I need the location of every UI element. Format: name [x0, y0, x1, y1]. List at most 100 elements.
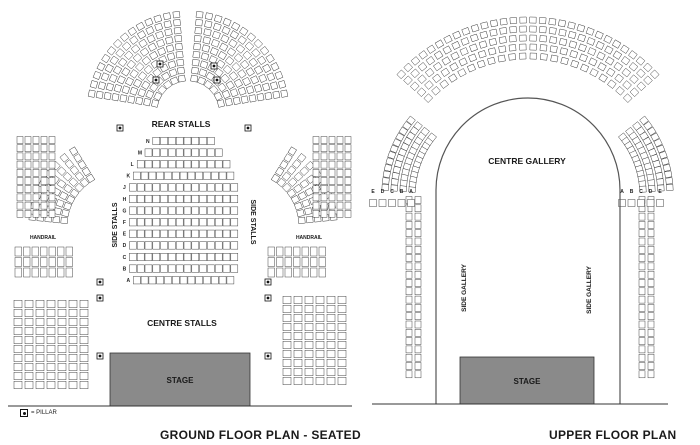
- seat: [253, 38, 263, 49]
- seat: [24, 136, 32, 144]
- seat: [250, 75, 260, 85]
- seat: [226, 171, 235, 180]
- seat: [35, 354, 45, 362]
- seat: [596, 51, 606, 61]
- seat: [638, 337, 646, 345]
- seat: [414, 196, 422, 204]
- seat: [207, 241, 215, 250]
- seat: [469, 43, 478, 52]
- seat: [382, 170, 391, 179]
- seat: [199, 160, 207, 169]
- seat: [24, 354, 34, 362]
- pillar-icon: [213, 76, 221, 84]
- seat: [175, 183, 184, 192]
- box-letter-right: D: [649, 189, 653, 195]
- seat: [216, 59, 226, 69]
- seat: [569, 50, 579, 59]
- seat: [152, 206, 161, 215]
- seat: [160, 148, 168, 157]
- pillar-icon: [20, 409, 28, 417]
- seat: [46, 336, 56, 344]
- seat: [13, 372, 23, 380]
- seat: [387, 150, 397, 160]
- seat: [144, 17, 154, 27]
- seat: [13, 336, 23, 344]
- seat: [570, 59, 580, 69]
- seat: [172, 276, 180, 285]
- pillar-icon: [244, 124, 252, 132]
- seat: [160, 218, 168, 227]
- seat: [417, 62, 428, 72]
- seat: [326, 305, 336, 313]
- seat: [414, 329, 422, 337]
- pillar-icon: [264, 278, 272, 286]
- seat: [460, 37, 470, 46]
- centre-row-letter: G: [122, 208, 126, 214]
- seat: [129, 183, 137, 192]
- seat: [13, 363, 23, 371]
- seat: [245, 85, 255, 95]
- seat: [32, 193, 40, 202]
- seat: [326, 350, 336, 358]
- seat: [539, 44, 548, 52]
- seat: [276, 267, 284, 278]
- seat: [407, 199, 415, 207]
- seat: [32, 152, 40, 161]
- seat: [434, 39, 445, 49]
- seat: [540, 53, 548, 61]
- seat: [423, 93, 434, 103]
- seat: [248, 57, 258, 68]
- seat: [320, 160, 328, 169]
- seat: [529, 25, 537, 33]
- seat: [442, 45, 452, 55]
- seat: [627, 199, 636, 207]
- seat: [597, 62, 607, 72]
- seat: [509, 17, 518, 25]
- seat: [470, 24, 480, 33]
- seat: [24, 193, 32, 202]
- seat: [191, 218, 200, 227]
- seat: [257, 55, 267, 66]
- seat: [274, 70, 284, 80]
- seat: [48, 177, 56, 185]
- seat: [304, 187, 315, 197]
- seat: [24, 177, 32, 185]
- seat: [643, 75, 653, 86]
- pillar-icon: [152, 76, 160, 84]
- seat: [637, 199, 645, 207]
- seat: [337, 314, 347, 322]
- seat: [405, 353, 413, 362]
- seat: [337, 350, 347, 358]
- seat: [129, 264, 137, 273]
- seat: [175, 42, 183, 51]
- seat: [270, 62, 280, 72]
- seat: [405, 304, 413, 312]
- seat: [662, 163, 672, 172]
- seat: [79, 345, 89, 353]
- seat: [169, 76, 179, 86]
- seat: [336, 201, 344, 210]
- seat: [416, 87, 427, 97]
- seat: [647, 304, 655, 312]
- seat: [337, 368, 347, 376]
- seat: [420, 126, 430, 137]
- seat: [253, 84, 263, 93]
- seat: [240, 95, 249, 104]
- seat: [129, 241, 137, 250]
- seat: [145, 89, 155, 99]
- seat: [160, 195, 168, 203]
- seat: [151, 99, 160, 108]
- seat: [214, 229, 223, 238]
- seat: [207, 137, 215, 145]
- seat: [233, 78, 243, 88]
- seat: [89, 80, 99, 89]
- seat: [136, 241, 145, 250]
- seat: [328, 144, 336, 152]
- seat: [13, 327, 23, 335]
- seat: [304, 207, 313, 216]
- ground-stage: [109, 352, 251, 407]
- seat: [439, 79, 449, 89]
- seat: [579, 53, 588, 63]
- seat: [647, 295, 655, 304]
